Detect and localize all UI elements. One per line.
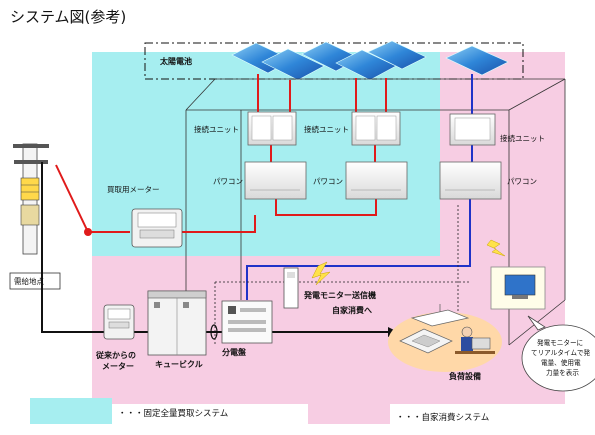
- conventional-meter-label-1: 従来からの: [95, 350, 136, 360]
- power-conditioner-icon: [244, 161, 502, 200]
- ac-main-line-black: [41, 162, 388, 333]
- distribution-board-icon: [221, 300, 273, 344]
- supply-point-box: [9, 272, 61, 290]
- junction-unit-label-1: 接続ユニット: [194, 124, 239, 134]
- office-worker-icon: [455, 326, 495, 354]
- page-title: システム図(参考): [10, 8, 126, 26]
- bubble-line-1: 発電モニターに: [537, 338, 583, 347]
- sell-meter-label: 買取用メーター: [107, 185, 160, 194]
- info-bubble: [521, 324, 595, 392]
- legend-swatch-self-consumption: [308, 398, 390, 424]
- monitor-transmitter-label: 発電モニター送信機: [303, 290, 376, 300]
- distribution-board-label: 分電盤: [222, 347, 247, 357]
- self-consumption-label: 自家消費へ: [332, 305, 372, 315]
- conventional-meter-icon: [103, 304, 135, 340]
- pcs-label-2: パワコン: [313, 177, 343, 186]
- solar-label: 太陽電池: [159, 56, 192, 66]
- utility-pole-icon: [13, 143, 49, 255]
- bubble-line-4: 力量を表示: [546, 368, 579, 377]
- conventional-meter-label-2: メーター: [102, 361, 134, 371]
- lightning-icon-2: [486, 239, 506, 257]
- transmitter-icon: [283, 267, 299, 309]
- transformer-coil: [210, 324, 218, 340]
- junction-unit-icon: [247, 111, 496, 146]
- air-conditioner-icon: [399, 328, 453, 354]
- supply-point-label: 需給地点: [14, 276, 44, 286]
- bubble-line-3: 電量、使用電: [541, 358, 581, 367]
- bubble-line-2: てリアルタイムで発: [531, 348, 591, 357]
- pcs-label-1: パワコン: [213, 177, 243, 186]
- solar-panel-icon: [231, 40, 509, 81]
- grid-connection-point: [84, 228, 92, 236]
- junction-unit-label-2: 接続ユニット: [304, 124, 349, 134]
- load-equipment-label: 負荷設備: [449, 371, 481, 381]
- legend-self-consumption-label: ・・・自家消費システム: [396, 412, 489, 423]
- cubicle-icon: [147, 290, 207, 356]
- legend-fixed-purchase-label: ・・・固定全量買取システム: [118, 408, 228, 419]
- self-consumption-lines-blue: [246, 74, 473, 300]
- info-bubble-tail: [527, 315, 546, 331]
- monitor-icon: [490, 266, 546, 310]
- cubicle-label: キュービクル: [155, 359, 203, 369]
- pcs-label-3: パワコン: [507, 177, 537, 186]
- junction-unit-label-3: 接続ユニット: [500, 133, 545, 143]
- building-outline: [185, 78, 566, 346]
- light-fixture-icon: [410, 304, 470, 327]
- lightning-icon: [311, 261, 331, 286]
- legend-swatch-fixed-purchase: [30, 398, 112, 424]
- meter-icon: [131, 208, 183, 248]
